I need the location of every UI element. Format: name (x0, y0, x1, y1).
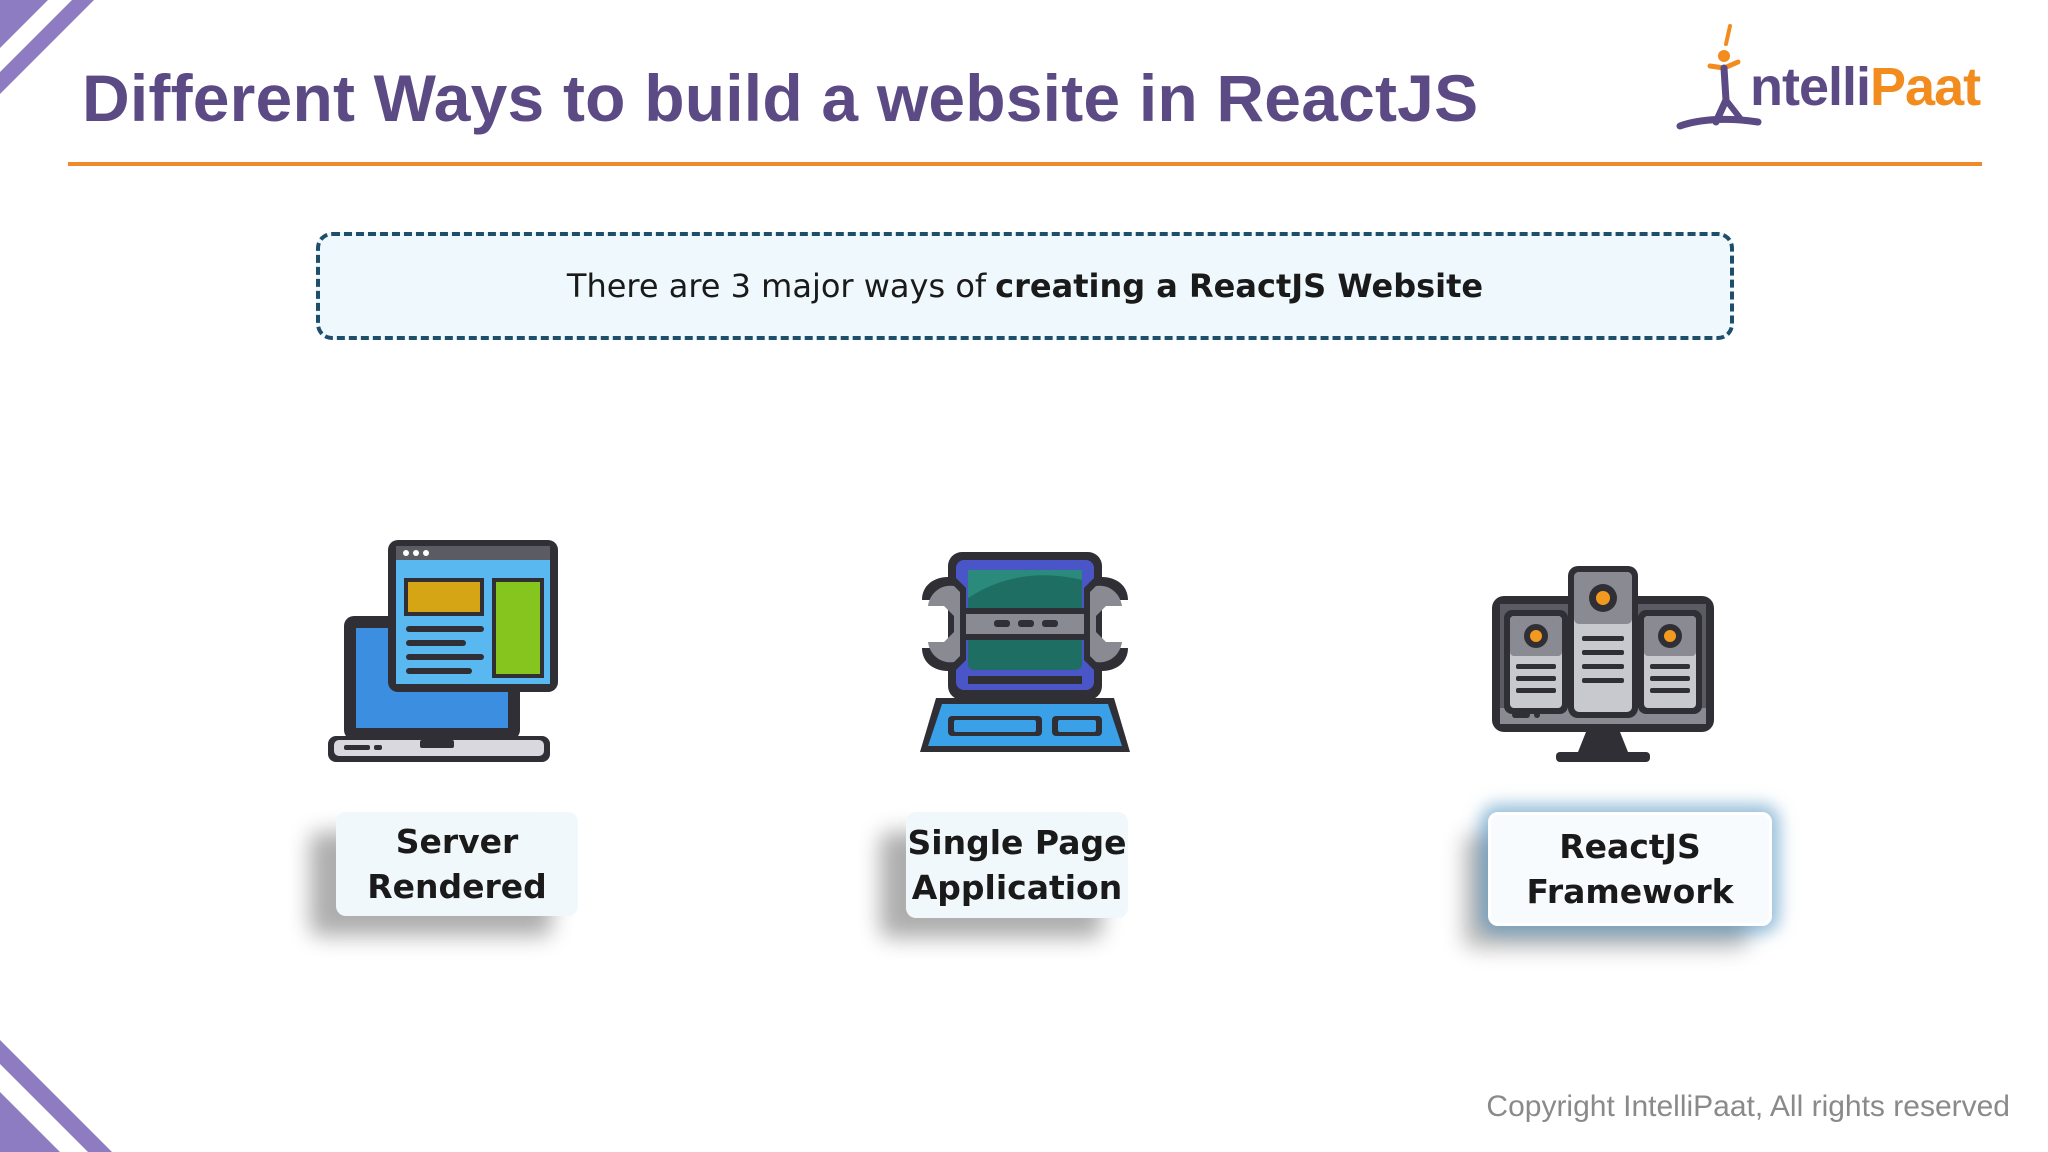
slide-title: Different Ways to build a website in Rea… (82, 61, 1479, 135)
way-card-server-rendered: Server Rendered (336, 812, 578, 916)
callout-text-bold: creating a ReactJS Website (995, 267, 1484, 305)
callout-text: There are 3 major ways of (566, 267, 987, 305)
laptop-browser-icon (328, 540, 558, 762)
intellipaat-logo: ntelliPaat (1672, 22, 1992, 142)
way-label-line1: Server (395, 822, 519, 861)
corner-decoration-top-left (0, 0, 94, 94)
copyright-text: Copyright IntelliPaat, All rights reserv… (1486, 1090, 2010, 1123)
way-label-line2: Application (911, 868, 1123, 907)
corner-decoration-bottom-left (0, 1040, 112, 1152)
way-label-line1: Single Page (907, 823, 1127, 862)
way-label-line1: ReactJS (1559, 827, 1701, 866)
monitor-servers-icon (1492, 566, 1714, 762)
way-label-line2: Rendered (367, 867, 547, 906)
way-card-single-page-application: Single Page Application (906, 812, 1128, 918)
intro-callout: There are 3 major ways of creating a Rea… (316, 232, 1734, 340)
way-label-line2: Framework (1526, 872, 1734, 911)
computer-tools-icon (920, 552, 1130, 752)
logo-figure-icon (1676, 24, 1762, 130)
logo-text: ntelliPaat (1750, 57, 1981, 117)
way-card-reactjs-framework: ReactJS Framework (1488, 812, 1772, 926)
title-divider (68, 162, 1982, 166)
